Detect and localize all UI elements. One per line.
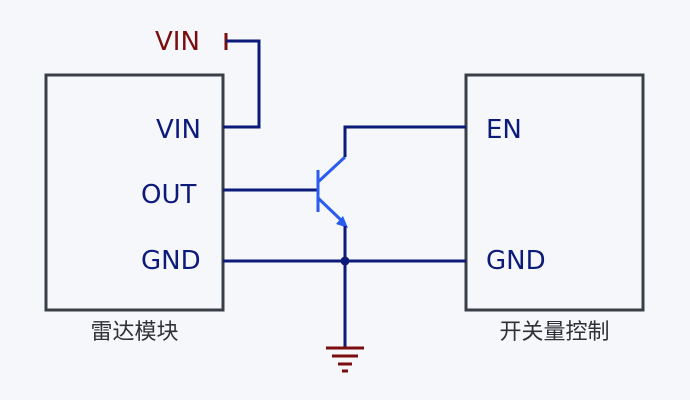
radar-pin-vin: VIN (156, 115, 201, 145)
radar-pin-gnd: GND (141, 246, 201, 276)
switch-pin-gnd: GND (486, 246, 546, 276)
radar-module-box (44, 73, 225, 312)
supply-vin-label: VIN (155, 27, 200, 57)
ground-icon (326, 346, 364, 373)
vin-wire (223, 39, 261, 129)
radar-pin-out: OUT (141, 180, 197, 210)
switch-pin-en: EN (486, 115, 522, 145)
switch-controller-box (464, 73, 645, 312)
radar-module-caption: 雷达模块 (90, 320, 179, 345)
npn-transistor-icon (316, 155, 348, 228)
switch-controller-caption: 开关量控制 (499, 320, 610, 345)
junction-dot (340, 256, 350, 266)
en-wire (343, 125, 466, 157)
